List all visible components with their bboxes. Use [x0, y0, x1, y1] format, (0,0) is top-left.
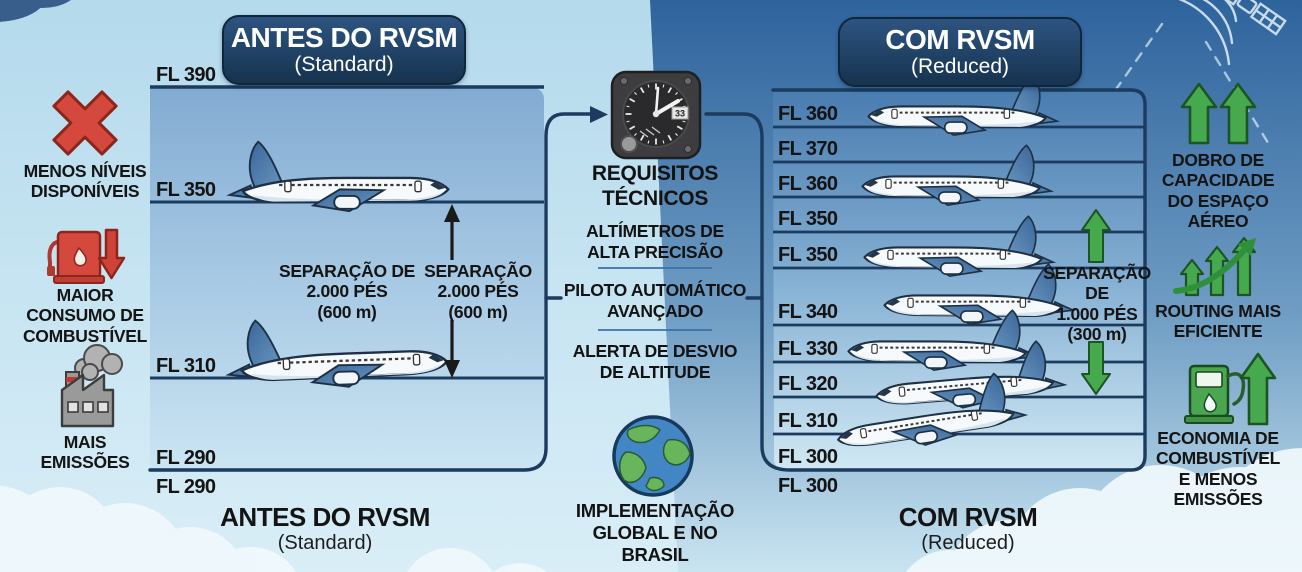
divider [598, 267, 712, 331]
requirement-altitude-alert: ALERTA DE DESVIO DE ALTITUDE [572, 341, 738, 382]
right-panel-subtitle: (Reduced) [910, 55, 1010, 78]
left-caption-title: ANTES DO RVSM [220, 502, 430, 532]
separation-label-right: SEPARAÇÃO DE 1.000 PÉS (300 m) [1043, 263, 1151, 344]
left-panel-title-box: ANTES DO RVSM (Standard) [222, 15, 466, 85]
connector-brackets [148, 88, 1147, 472]
flight-level-label-right-2: FL 360 [778, 173, 838, 195]
drawback-label-emissions: MAIS EMISSÕES [40, 432, 130, 473]
dark-cloud-decoration [0, 0, 71, 22]
fuel-pump-down-arrow-icon [47, 228, 126, 284]
left-panel-subtitle: (Standard) [294, 53, 394, 76]
requirement-autopilot: PILOTO AUTOMÁTICO AVANÇADO [563, 280, 747, 321]
drawback-label-fuel-consumption: MAIOR CONSUMO DE COMBUSTÍVEL [22, 285, 148, 346]
flight-level-label-right-10: FL 300 [778, 475, 838, 497]
flight-level-label-right-4: FL 350 [778, 244, 838, 266]
clouds-decoration [0, 448, 1302, 572]
fuel-pump-up-arrow-icon [1184, 352, 1277, 426]
flight-level-label-left-2: FL 310 [156, 355, 216, 377]
separation-label-inner: SEPARAÇÃO DE 2.000 PÉS (600 m) [278, 261, 416, 322]
drawback-label-less-levels: MENOS NÍVEIS DISPONÍVEIS [23, 161, 147, 202]
flight-level-label-left-3: FL 290 [156, 447, 216, 469]
flight-level-label-right-3: FL 350 [778, 208, 838, 230]
requirement-altimeters: ALTÍMETROS DE ALTA PRECISÃO [586, 221, 724, 262]
separation-arrow-2000ft [444, 204, 460, 378]
factory-emissions-icon [60, 344, 123, 428]
separation-arrow-1000ft [1081, 209, 1111, 395]
connector-arrowhead-icon [590, 106, 608, 123]
flight-level-label-left-1: FL 350 [156, 179, 216, 201]
implementation-footer: IMPLEMENTAÇÃO GLOBAL E NO BRASIL [575, 500, 735, 565]
technical-requirements-heading: REQUISITOS TÉCNICOS [591, 162, 719, 210]
routing-growth-icon [1173, 236, 1257, 297]
flight-level-label-right-6: FL 330 [778, 338, 838, 360]
right-panel-title-box: COM RVSM (Reduced) [838, 17, 1082, 87]
right-caption-title: COM RVSM [898, 502, 1038, 532]
altimeter-reading: 33 [675, 109, 685, 119]
flight-level-label-left-4: FL 290 [156, 476, 216, 498]
double-up-arrows-icon [1180, 82, 1257, 145]
benefit-label-capacity: DOBRO DE CAPACIDADE DO ESPAÇO AÉREO [1161, 150, 1275, 231]
globe-icon [612, 415, 694, 497]
altimeter-icon: 33 [610, 70, 702, 160]
x-icon [52, 90, 118, 156]
right-panel-title: COM RVSM [885, 24, 1035, 55]
flight-level-label-right-0: FL 360 [778, 103, 838, 125]
right-caption-subtitle: (Reduced) [921, 532, 1015, 554]
benefit-label-economy: ECONOMIA DE COMBUSTÍVEL E MENOS EMISSÕES [1155, 428, 1281, 509]
flight-level-label-right-1: FL 370 [778, 138, 838, 160]
flight-level-label-left-0: FL 390 [156, 64, 216, 86]
flight-level-label-right-7: FL 320 [778, 373, 838, 395]
flight-level-label-right-9: FL 300 [778, 446, 838, 468]
left-panel-title: ANTES DO RVSM [230, 22, 458, 53]
separation-label-outer: SEPARAÇÃO 2.000 PÉS (600 m) [424, 261, 532, 322]
left-caption-subtitle: (Standard) [277, 532, 373, 554]
flight-level-label-right-5: FL 340 [778, 301, 838, 323]
flight-level-label-right-8: FL 310 [778, 410, 838, 432]
benefit-label-routing: ROUTING MAIS EFICIENTE [1155, 301, 1281, 342]
